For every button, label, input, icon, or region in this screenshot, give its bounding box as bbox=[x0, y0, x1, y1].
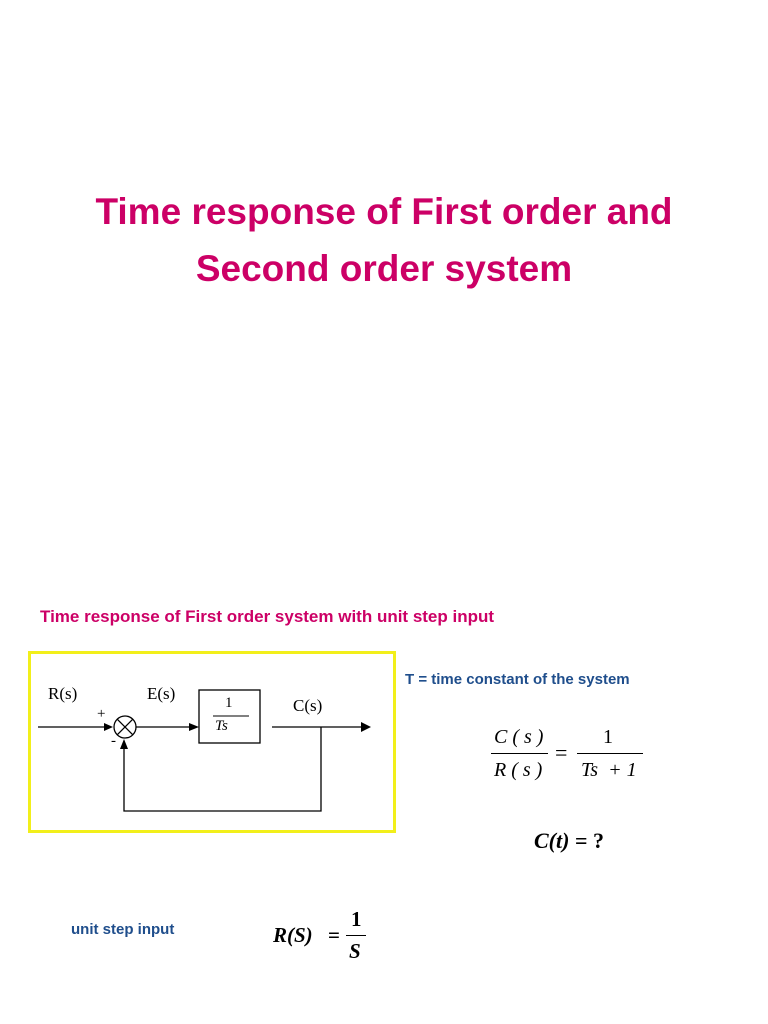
unit-step-fraction-bar bbox=[346, 935, 366, 936]
plus-sign: + bbox=[97, 706, 106, 722]
output-question-rhs: = ? bbox=[574, 828, 604, 853]
block-diagram-frame bbox=[28, 651, 396, 833]
input-arrowhead bbox=[104, 723, 113, 731]
tf-rhs-denominator: Ts + 1 bbox=[581, 759, 637, 781]
minus-sign: - bbox=[111, 733, 116, 749]
tf-equals: = bbox=[555, 740, 568, 765]
unit-step-lhs: R(S) bbox=[273, 923, 313, 947]
feedback-path bbox=[123, 727, 322, 812]
output-question: C(t) = ? bbox=[534, 828, 604, 854]
tf-rhs-numerator: 1 bbox=[603, 726, 613, 748]
page-title-line-2: Second order system bbox=[195, 248, 573, 289]
input-label: R(s) bbox=[48, 684, 78, 703]
unit-step-numerator: 1 bbox=[351, 907, 362, 931]
output-label: C(s) bbox=[293, 696, 323, 715]
unit-step-denominator: S bbox=[349, 939, 361, 963]
section-heading: Time response of First order system with… bbox=[40, 607, 495, 626]
tf-lhs-numerator: C ( s ) bbox=[494, 726, 544, 748]
tf-lhs-denominator: R ( s ) bbox=[494, 759, 543, 781]
error-arrowhead bbox=[189, 723, 199, 731]
block-denominator: Ts bbox=[215, 718, 228, 734]
error-label: E(s) bbox=[147, 684, 176, 703]
unit-step-equals: = bbox=[328, 923, 340, 947]
tf-lhs-fraction-bar bbox=[491, 753, 548, 754]
feedback-arrowhead bbox=[120, 739, 128, 749]
output-arrowhead bbox=[361, 722, 371, 732]
block-numerator: 1 bbox=[225, 695, 233, 711]
time-constant-note: T = time constant of the system bbox=[405, 671, 630, 688]
page-title-line-1: Time response of First order and bbox=[95, 191, 673, 232]
output-question-lhs: C(t) bbox=[534, 828, 570, 853]
unit-step-label: unit step input bbox=[71, 921, 175, 938]
tf-rhs-fraction-bar bbox=[577, 753, 643, 754]
